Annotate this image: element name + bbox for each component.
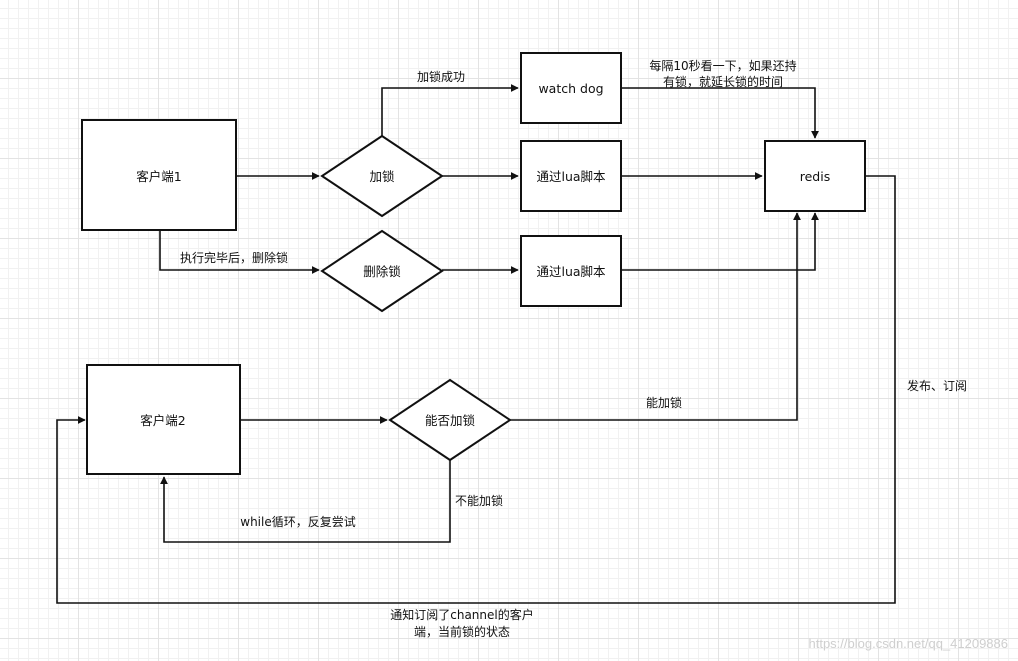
notify-label-line1: 通知订阅了channel的客户 [390,607,534,622]
node-lock: 加锁 [320,134,444,218]
node-watch-dog: watch dog [520,52,622,124]
edge-canlock-to-redis [510,212,801,421]
node-can-lock: 能否加锁 [388,378,512,462]
cannot-lock-label: 不能加锁 [455,493,503,508]
node-lua-unlock: 通过lua脚本 [520,235,622,307]
edge-client1-to-unlock [159,231,320,274]
edge-canlock-retry [160,460,451,543]
edge-lua-unlock-to-redis [621,212,819,271]
redis-label: redis [800,169,830,184]
node-client1: 客户端1 [81,119,237,231]
notify-label-line2: 端，当前锁的状态 [414,624,510,639]
lock-label: 加锁 [369,169,395,184]
delete-after-label: 执行完毕后，删除锁 [180,250,288,265]
retry-label: while循环，反复尝试 [240,514,355,529]
edge-lock-to-watchdog [381,84,519,136]
renew-label-line1: 每隔10秒看一下，如果还持 [649,58,796,73]
lock-success-label: 加锁成功 [417,69,465,84]
watermark: https://blog.csdn.net/qq_41209886 [809,636,1009,651]
pubsub-label: 发布、订阅 [907,378,967,393]
node-lua-lock: 通过lua脚本 [520,140,622,212]
node-redis: redis [764,140,866,212]
edge-redis-notify-client2 [56,175,896,604]
unlock-label: 删除锁 [363,264,401,279]
watch-dog-label: watch dog [538,81,603,96]
client2-label: 客户端2 [140,413,185,428]
node-client2: 客户端2 [86,364,241,475]
lua-lock-label: 通过lua脚本 [536,169,606,184]
node-unlock: 删除锁 [320,229,444,313]
renew-label-line2: 有锁，就延长锁的时间 [663,74,783,89]
can-lock-yes-label: 能加锁 [646,395,682,410]
edge-watchdog-to-redis [621,87,819,139]
client1-label: 客户端1 [136,169,181,184]
lua-unlock-label: 通过lua脚本 [536,264,606,279]
can-lock-label: 能否加锁 [425,413,476,428]
